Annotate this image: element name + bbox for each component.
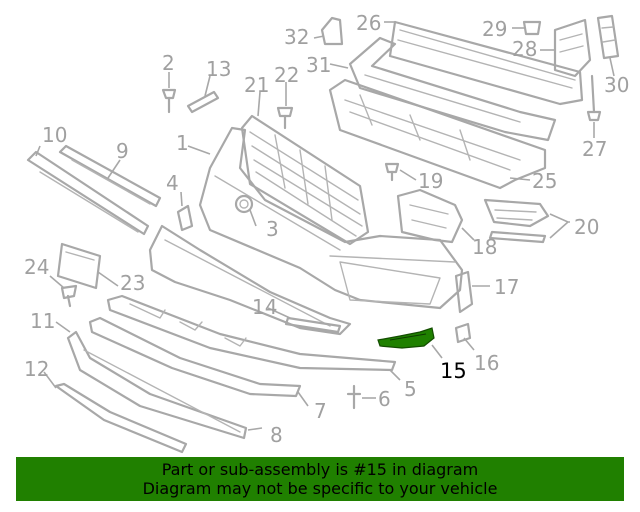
part-26-reinforcement-bar [388, 20, 584, 106]
part-16-clip [454, 322, 472, 344]
part-10-strip [26, 150, 150, 236]
callout-22: 22 [274, 63, 299, 87]
callout-7: 7 [314, 399, 327, 423]
part-14-strip [284, 316, 342, 334]
callout-15: 15 [440, 359, 467, 383]
callout-12: 12 [24, 357, 49, 381]
callout-20: 20 [574, 215, 599, 239]
part-22-screw [276, 106, 294, 130]
part-7-lower-valance [88, 316, 302, 398]
part-9-upper-strip [58, 144, 162, 208]
part-27-bolt [586, 74, 602, 122]
part-18-lower-grille [396, 188, 464, 244]
part-lower-bumper [148, 224, 352, 336]
info-banner: Part or sub-assembly is #15 in diagram D… [16, 457, 624, 501]
callout-6: 6 [378, 387, 391, 411]
callout-17: 17 [494, 275, 519, 299]
part-23-plate-bracket [56, 242, 102, 290]
part-29-bolt [512, 20, 542, 36]
part-12-strip [54, 382, 188, 454]
part-3-plug [234, 194, 254, 214]
part-5-spoiler [106, 294, 397, 372]
part-24-bolt [60, 284, 78, 308]
part-25-carrier [328, 78, 547, 190]
callout-25: 25 [532, 169, 557, 193]
callout-3: 3 [266, 217, 279, 241]
callout-2: 2 [162, 51, 175, 75]
callout-29: 29 [482, 17, 507, 41]
callout-9: 9 [116, 139, 129, 163]
callout-11: 11 [30, 309, 55, 333]
callout-24: 24 [24, 255, 49, 279]
callout-13: 13 [206, 57, 231, 81]
part-28-bracket [553, 18, 592, 78]
callout-31: 31 [306, 53, 331, 77]
part-20-grille-trim [483, 198, 550, 244]
callout-14: 14 [252, 295, 277, 319]
callout-8: 8 [270, 423, 283, 447]
part-32-clip [320, 16, 344, 46]
callout-18: 18 [472, 235, 497, 259]
callout-27: 27 [582, 137, 607, 161]
part-6-bolt [346, 384, 362, 410]
leader-lines [35, 21, 615, 431]
callout-21: 21 [244, 73, 269, 97]
callout-5: 5 [404, 377, 417, 401]
callout-10: 10 [42, 123, 67, 147]
part-17-trim [454, 270, 474, 314]
part-2-screw [161, 88, 177, 114]
callout-26: 26 [356, 11, 381, 35]
callout-23: 23 [120, 271, 145, 295]
part-4-bracket [176, 204, 194, 232]
banner-line-1: Part or sub-assembly is #15 in diagram [161, 460, 479, 479]
part-1-bumper-cover [198, 126, 464, 310]
banner-line-2: Diagram may not be specific to your vehi… [142, 479, 498, 498]
part-21-grille [240, 114, 370, 246]
part-8-trim [66, 330, 248, 440]
part-15-highlighted [377, 327, 435, 349]
callout-28: 28 [512, 37, 537, 61]
callout-16: 16 [474, 351, 499, 375]
part-30-bracket [596, 14, 620, 60]
callout-19: 19 [418, 169, 443, 193]
callout-1: 1 [176, 131, 189, 155]
callout-labels: 1 2 3 4 5 6 7 8 9 10 11 12 13 14 15 16 1… [24, 11, 629, 447]
callout-4: 4 [166, 171, 179, 195]
part-19-screw [384, 162, 400, 182]
part-13-strip [186, 90, 220, 114]
callout-30: 30 [604, 73, 629, 97]
callout-32: 32 [284, 25, 309, 49]
